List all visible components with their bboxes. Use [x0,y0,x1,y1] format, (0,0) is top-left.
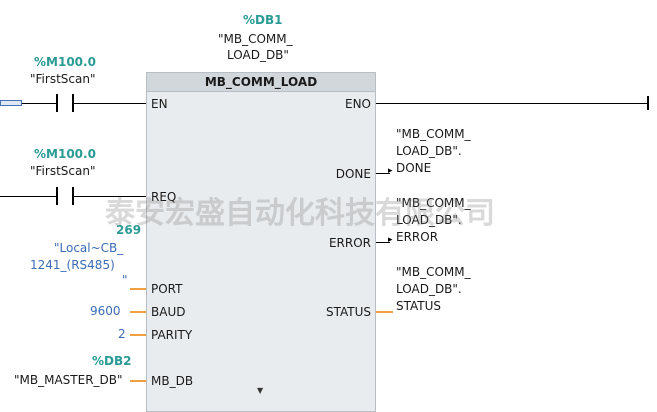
port-input-wire [130,288,146,290]
status-operand-line1[interactable]: "MB_COMM_ [396,265,471,279]
contact1-address[interactable]: %M100.0 [34,55,96,69]
db-instance-name-line1: "MB_COMM_ [218,32,293,46]
pin-en: EN [151,97,168,111]
error-operand-line2[interactable]: LOAD_DB". [396,213,462,227]
pin-port: PORT [151,282,183,296]
done-operand-line2[interactable]: LOAD_DB". [396,144,462,158]
baud-input-wire [130,311,146,313]
contact2-address[interactable]: %M100.0 [34,147,96,161]
error-arrow-icon: ▸ [388,235,393,245]
rung2-wire-mid [74,196,146,197]
done-arrow-icon: ▸ [388,166,393,176]
contact2-left-bar [56,187,58,205]
parity-input-wire [130,334,146,336]
mbdb-input-wire [130,380,146,382]
pin-req: REQ [151,190,177,204]
done-output-stub [376,173,390,174]
status-operand-line3[interactable]: STATUS [396,299,442,313]
status-output-stub [376,311,393,313]
pin-error: ERROR [328,236,371,250]
company-watermark: 泰安宏盛自动化科技有限公司 [105,196,495,231]
error-output-stub [376,242,390,243]
pin-done: DONE [335,167,371,181]
expand-arrow-icon[interactable]: ▼ [257,386,264,395]
power-rail-connector [0,100,22,106]
port-tag-line3[interactable]: " [122,273,128,287]
contact1-tag[interactable]: "FirstScan" [30,72,96,86]
rung1-wire-left [22,103,56,104]
block-title: MB_COMM_LOAD [147,73,375,92]
contact1-right-bar [72,94,74,112]
error-operand-line1[interactable]: "MB_COMM_ [396,196,471,210]
port-value[interactable]: 269 [116,223,142,237]
mbdb-address[interactable]: %DB2 [92,354,132,368]
contact2-tag[interactable]: "FirstScan" [30,164,96,178]
pin-eno: ENO [344,97,371,111]
pin-mb-db: MB_DB [151,374,194,388]
contact2-right-bar [72,187,74,205]
pin-baud: BAUD [151,305,186,319]
contact1-left-bar [56,94,58,112]
done-operand-line3[interactable]: DONE [396,161,432,175]
port-tag-line1[interactable]: "Local~CB_ [54,241,124,255]
rung2-wire-left [0,196,56,197]
db-instance-name-line2: LOAD_DB" [227,48,289,62]
parity-value[interactable]: 2 [118,327,126,341]
mb-comm-load-block[interactable]: MB_COMM_LOAD EN REQ PORT BAUD PARITY MB_… [146,72,376,412]
status-operand-line2[interactable]: LOAD_DB". [396,282,462,296]
mbdb-tag[interactable]: "MB_MASTER_DB" [14,373,123,387]
port-tag-line2[interactable]: 1241_(RS485) [30,258,115,272]
error-operand-line3[interactable]: ERROR [396,230,439,244]
done-operand-line1[interactable]: "MB_COMM_ [396,127,471,141]
pin-parity: PARITY [151,328,193,342]
right-power-rail-end [647,96,649,110]
db-instance-address: %DB1 [243,13,283,27]
baud-value[interactable]: 9600 [90,304,121,318]
eno-output-wire [376,103,648,104]
rung1-wire-mid [74,103,146,104]
pin-status: STATUS [325,305,371,319]
